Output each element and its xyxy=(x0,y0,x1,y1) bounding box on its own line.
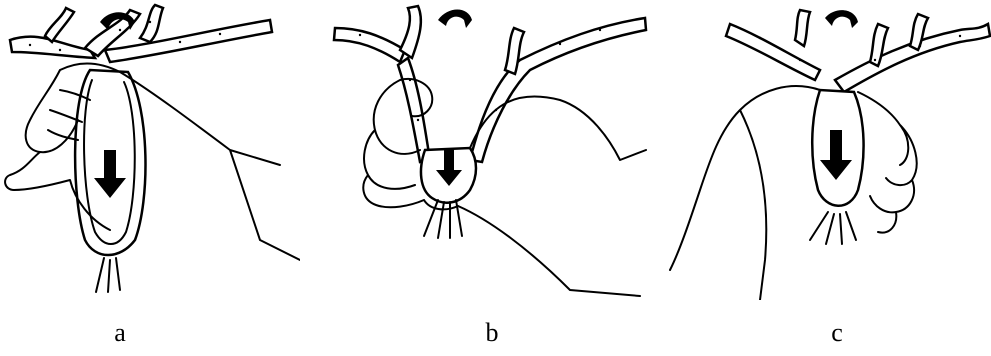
curved-arrow-b xyxy=(438,10,472,29)
curved-arrow-c xyxy=(825,10,858,28)
caption-c: c xyxy=(817,318,857,348)
caption-a: a xyxy=(100,318,140,348)
hand-c xyxy=(670,86,917,300)
vessel-branches-a xyxy=(10,5,272,62)
panel-c-drawing xyxy=(660,0,991,300)
hand-a xyxy=(5,63,300,260)
caption-b: b xyxy=(472,318,512,348)
hand-b xyxy=(363,79,646,296)
panel-a-drawing xyxy=(0,0,300,300)
panel-a-illustration xyxy=(0,0,300,300)
panel-c-illustration xyxy=(660,0,991,300)
vessel-branches-c xyxy=(726,10,990,92)
panel-b-illustration xyxy=(320,0,650,300)
panel-b-drawing xyxy=(320,0,650,300)
